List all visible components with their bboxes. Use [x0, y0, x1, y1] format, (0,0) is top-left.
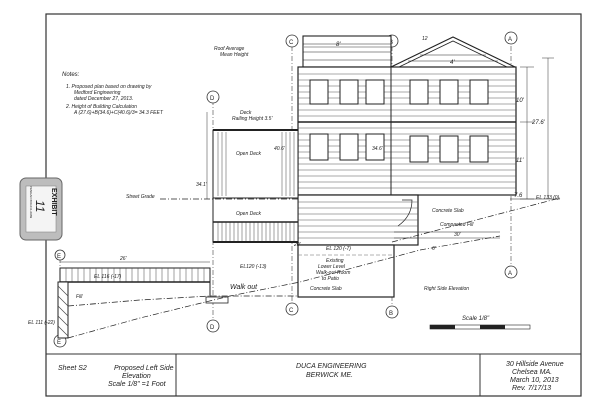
sheet-number: Sheet S2	[58, 365, 87, 372]
exhibit-sticker: EXHIBIT PENGAD 800-631-6989 11	[19, 177, 63, 241]
open-deck-lower-label: Open Deck	[236, 211, 262, 217]
proposed-title-3: Scale 1/8" =1 Foot	[108, 381, 167, 388]
grid-c-top: C	[289, 40, 294, 46]
dim-27-6: 27.6'	[531, 120, 546, 126]
dim-4: 4'	[450, 60, 455, 66]
note-1c: dated December 27, 2013.	[74, 96, 133, 102]
grid-e-top: E	[57, 254, 61, 260]
dim-26: 26'	[119, 256, 128, 262]
grade-lines	[67, 197, 561, 339]
mean-height-label: Mean Height	[220, 52, 249, 58]
note-2b: A (27.6)+B(34.6)+C(40.6)/3= 34.3 FEET	[73, 110, 164, 116]
el-111-label: EL 111 (-22)	[28, 320, 55, 326]
note-2a: 2. Height of Building Calculation	[65, 104, 137, 110]
notes-block: Notes: 1. Proposed plan based on drawing…	[62, 72, 164, 116]
right-side-elevation-label: Right Side Elevation	[424, 286, 469, 292]
dim-10: 10'	[516, 98, 525, 104]
roof	[302, 35, 516, 68]
el-120-7-label: EL 120 (-7)	[326, 246, 351, 252]
dim-11: 11'	[516, 158, 524, 164]
concrete-slab-bottom-label: Concrete Slab	[310, 286, 342, 292]
dim-30: 30'	[454, 232, 462, 238]
concrete-slab-right-label: Concrete Slab	[432, 208, 464, 214]
exhibit-stamp: PENGAD 800-631-6989	[29, 186, 33, 219]
lower-floor	[297, 194, 419, 298]
grid-d-top: D	[210, 96, 215, 102]
dim-20: 20'	[293, 242, 302, 248]
dim-40-6: 40.6'	[274, 146, 286, 152]
lower-walkway	[57, 267, 229, 339]
address-line-2: Chelsea MA.	[512, 369, 552, 376]
company-town: BERWICK ME.	[306, 372, 353, 379]
upper-floors	[297, 66, 517, 196]
grid-a-top: A	[508, 37, 512, 43]
address-line-4: Rev. 7/17/13	[512, 385, 551, 392]
address-line-3: March 10, 2013	[510, 377, 559, 384]
street-grade-label: Street Grade	[126, 194, 155, 200]
proposed-title-2: Elevation	[122, 373, 151, 380]
walk-out-label: Walk out	[230, 284, 258, 291]
existing-label-1: Existing	[326, 258, 344, 264]
dim-34-6: 34.6'	[372, 146, 384, 152]
existing-label-3: Walk-out Room	[316, 270, 350, 276]
note-1a: 1. Proposed plan based on drawing by	[66, 84, 152, 90]
note-1b: Medford Engineering	[74, 90, 121, 96]
address-line-1: 30 Hillside Avenue	[506, 361, 564, 368]
dim-7-6: 7.6	[514, 193, 523, 199]
windows	[309, 79, 489, 163]
grid-d-bottom: D	[210, 325, 215, 331]
dim-34-1: 34.1'	[196, 182, 208, 188]
grid-b-bottom: B	[389, 311, 393, 317]
fill-label: Fill	[76, 294, 83, 300]
compacted-fill-label: Compacted Fill	[440, 222, 474, 228]
roof-average-label: Roof Average	[214, 46, 245, 52]
scale-bar	[429, 324, 531, 330]
existing-label-4: to Patio	[322, 276, 339, 282]
grid-c-bottom: C	[289, 308, 294, 314]
el-120-13-label: EL120 (-13)	[240, 264, 267, 270]
dim-6: 6'	[432, 246, 437, 252]
open-deck-upper-label: Open Deck	[236, 151, 262, 157]
deck-label: Deck	[240, 110, 252, 116]
dimension-lines	[60, 46, 554, 263]
title-block	[45, 353, 582, 397]
existing-label-2: Lower Level	[318, 264, 346, 270]
el-133-label: EL 133 (0)	[536, 195, 560, 201]
dim-12: 12	[422, 36, 428, 42]
notes-heading: Notes:	[62, 72, 80, 78]
exhibit-label: EXHIBIT	[50, 188, 57, 216]
proposed-title-1: Proposed Left Side	[114, 365, 174, 372]
deck-railing-label: Railing Height 3.5'	[232, 116, 273, 122]
decks	[212, 129, 299, 243]
exhibit-signature: 11	[33, 200, 47, 212]
dim-8: 8'	[336, 42, 341, 48]
grid-a-bottom: A	[508, 271, 512, 277]
el-116-label: EL 116 (-17)	[94, 274, 122, 280]
grid-e-bottom: E	[57, 340, 61, 346]
scale-label: Scale 1/8"	[462, 316, 490, 322]
company-name: DUCA ENGINEERING	[296, 363, 367, 370]
